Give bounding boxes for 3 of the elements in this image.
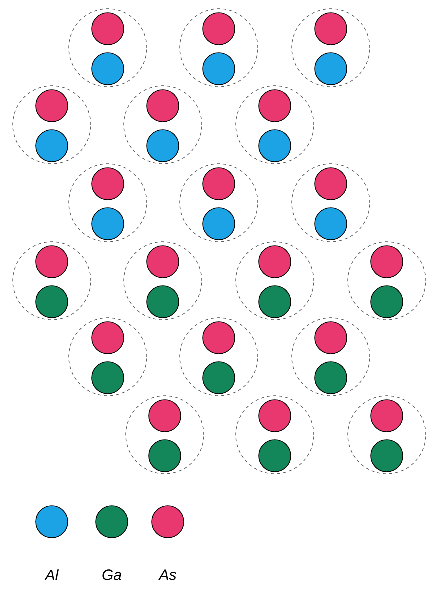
- legend-label: Al: [44, 570, 59, 580]
- legend-label: Ga: [102, 570, 122, 580]
- legend-label: As: [158, 570, 176, 580]
